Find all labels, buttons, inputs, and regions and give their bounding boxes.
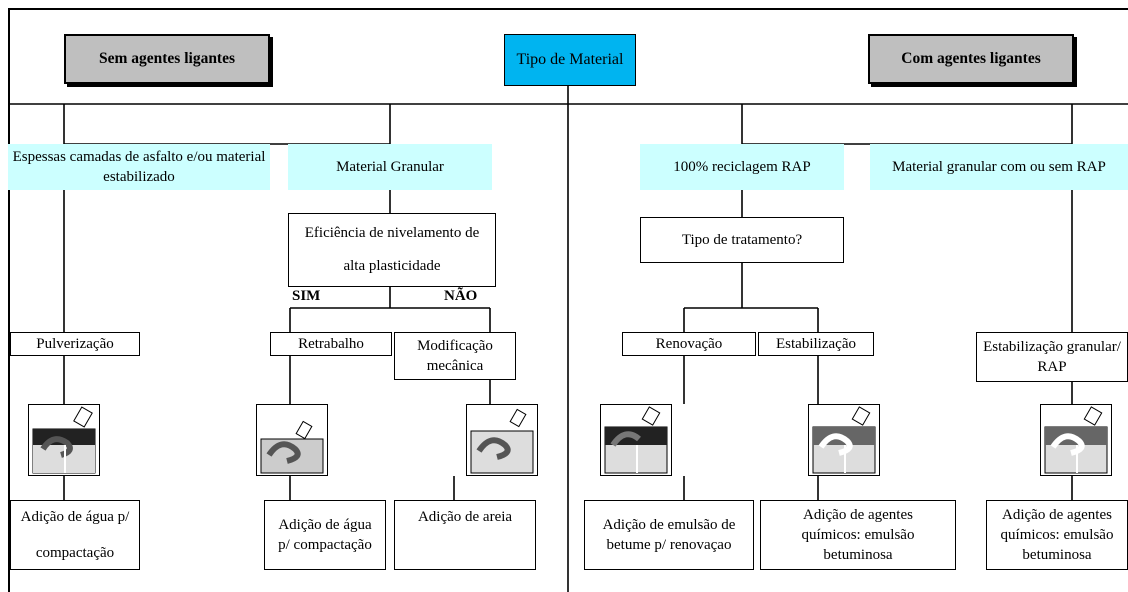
- quimicos2-box: Adição de agentes químicos: emulsão betu…: [986, 500, 1128, 570]
- estab-granular-box: Estabilização granular/ RAP: [976, 332, 1128, 382]
- retrabalho-icon: [256, 404, 328, 476]
- estab-granular-icon: [1040, 404, 1112, 476]
- thick-layers-box: Espessas camadas de asfalto e/ou materia…: [8, 144, 270, 190]
- quimicos-box: Adição de agentes químicos: emulsão betu…: [760, 500, 956, 570]
- left-group-box: Sem agentes ligantes: [64, 34, 270, 84]
- emulsao-box: Adição de emulsão de betume p/ renovaçao: [584, 500, 754, 570]
- retrabalho-box: Retrabalho: [270, 332, 392, 356]
- modificacao-icon: [466, 404, 538, 476]
- renovacao-icon: [600, 404, 672, 476]
- pulverizacao-icon: [28, 404, 100, 476]
- pulverizacao-box: Pulverização: [10, 332, 140, 356]
- answer-no: NÃO: [444, 288, 478, 304]
- treatment-question-box: Tipo de tratamento?: [640, 217, 844, 263]
- efficiency-question-box: Eficiência de nivelamento de alta plasti…: [288, 213, 496, 287]
- granular-box: Material Granular: [288, 144, 492, 190]
- areia-box: Adição de areia: [394, 500, 536, 570]
- root-box: Tipo de Material: [504, 34, 636, 86]
- estabilizacao-icon: [808, 404, 880, 476]
- answer-yes: SIM: [292, 288, 321, 304]
- granular-rap-box: Material granular com ou sem RAP: [870, 144, 1128, 190]
- agua-box: Adição de água p/ compactação: [10, 500, 140, 570]
- right-group-box: Com agentes ligantes: [868, 34, 1074, 84]
- agua2-box: Adição de água p/ compactação: [264, 500, 386, 570]
- renovacao-box: Renovação: [622, 332, 756, 356]
- estabilizacao-box: Estabilização: [758, 332, 874, 356]
- modificacao-box: Modificação mecânica: [394, 332, 516, 380]
- diagram-frame: [8, 8, 1128, 592]
- rap100-box: 100% reciclagem RAP: [640, 144, 844, 190]
